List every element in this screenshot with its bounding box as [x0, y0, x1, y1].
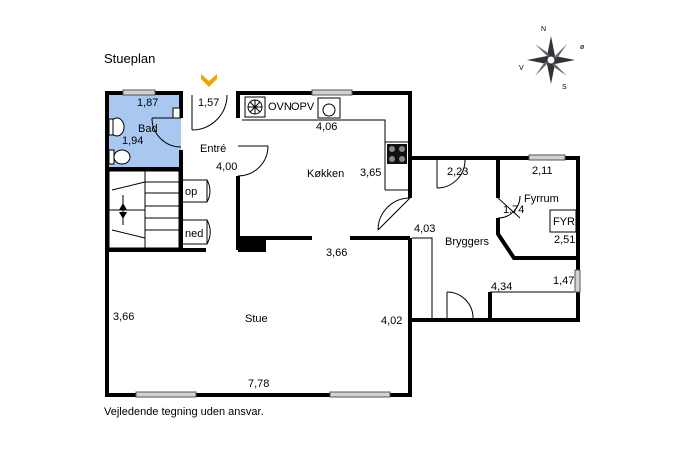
compass-s: S	[562, 84, 567, 91]
dim-entre-width: 1,57	[198, 97, 219, 109]
staircase: op ned	[108, 170, 211, 249]
entrance-marker-icon	[201, 74, 217, 87]
room-label-bryggers: Bryggers	[445, 236, 490, 248]
dim-fyrrum-c: 2,51	[554, 234, 575, 246]
stair-up-label: op	[185, 186, 197, 198]
room-label-stue: Stue	[245, 313, 268, 325]
dim-stue-left: 3,66	[113, 311, 134, 323]
room-label-bad: Bad	[138, 123, 158, 135]
dishwasher-label: OPV	[291, 101, 315, 113]
dim-bryggers-b: 4,03	[414, 223, 435, 235]
disclaimer: Vejledende tegning uden ansvar.	[104, 406, 264, 418]
dim-bad-width: 1,87	[137, 97, 158, 109]
furnace-label: FYR	[553, 216, 575, 228]
windows	[122, 89, 581, 398]
dim-stue-right: 4,02	[381, 315, 402, 327]
sink-icon	[317, 97, 341, 119]
bathroom-fixtures	[108, 107, 181, 165]
furnace-box	[549, 209, 577, 233]
kitchen-appliances: OVN OPV	[244, 96, 407, 164]
stair-down-label: ned	[185, 228, 203, 240]
kitchen-counter	[242, 119, 408, 191]
oven-label: OVN	[268, 101, 292, 113]
dim-bryggers-d: 1,47	[553, 275, 574, 287]
room-label-kokken: Køkken	[307, 168, 344, 180]
bryggers-counter	[412, 237, 576, 318]
room-label-entre: Entré	[200, 143, 226, 155]
dim-bryggers-a: 2,23	[447, 166, 468, 178]
dim-stue-top: 3,66	[326, 247, 347, 259]
dim-entre-depth: 4,00	[216, 161, 237, 173]
compass-n: N	[541, 26, 546, 33]
dim-fyrrum-b: 1,74	[503, 204, 524, 216]
dim-fyrrum-a: 2,11	[532, 165, 553, 177]
dim-kokken-width: 4,06	[316, 121, 337, 133]
plan-title: Stueplan	[104, 51, 155, 66]
room-label-fyrrum: Fyrrum	[524, 193, 559, 205]
dim-bad-depth: 1,94	[122, 135, 143, 147]
dim-bryggers-c: 4,34	[491, 281, 512, 293]
compass-o: ø	[580, 44, 585, 51]
compass-v: V	[519, 65, 524, 72]
dim-kokken-depth: 3,65	[360, 167, 381, 179]
dim-stue-bottom: 7,78	[248, 378, 269, 390]
compass-rose: N ø V S	[519, 26, 585, 91]
